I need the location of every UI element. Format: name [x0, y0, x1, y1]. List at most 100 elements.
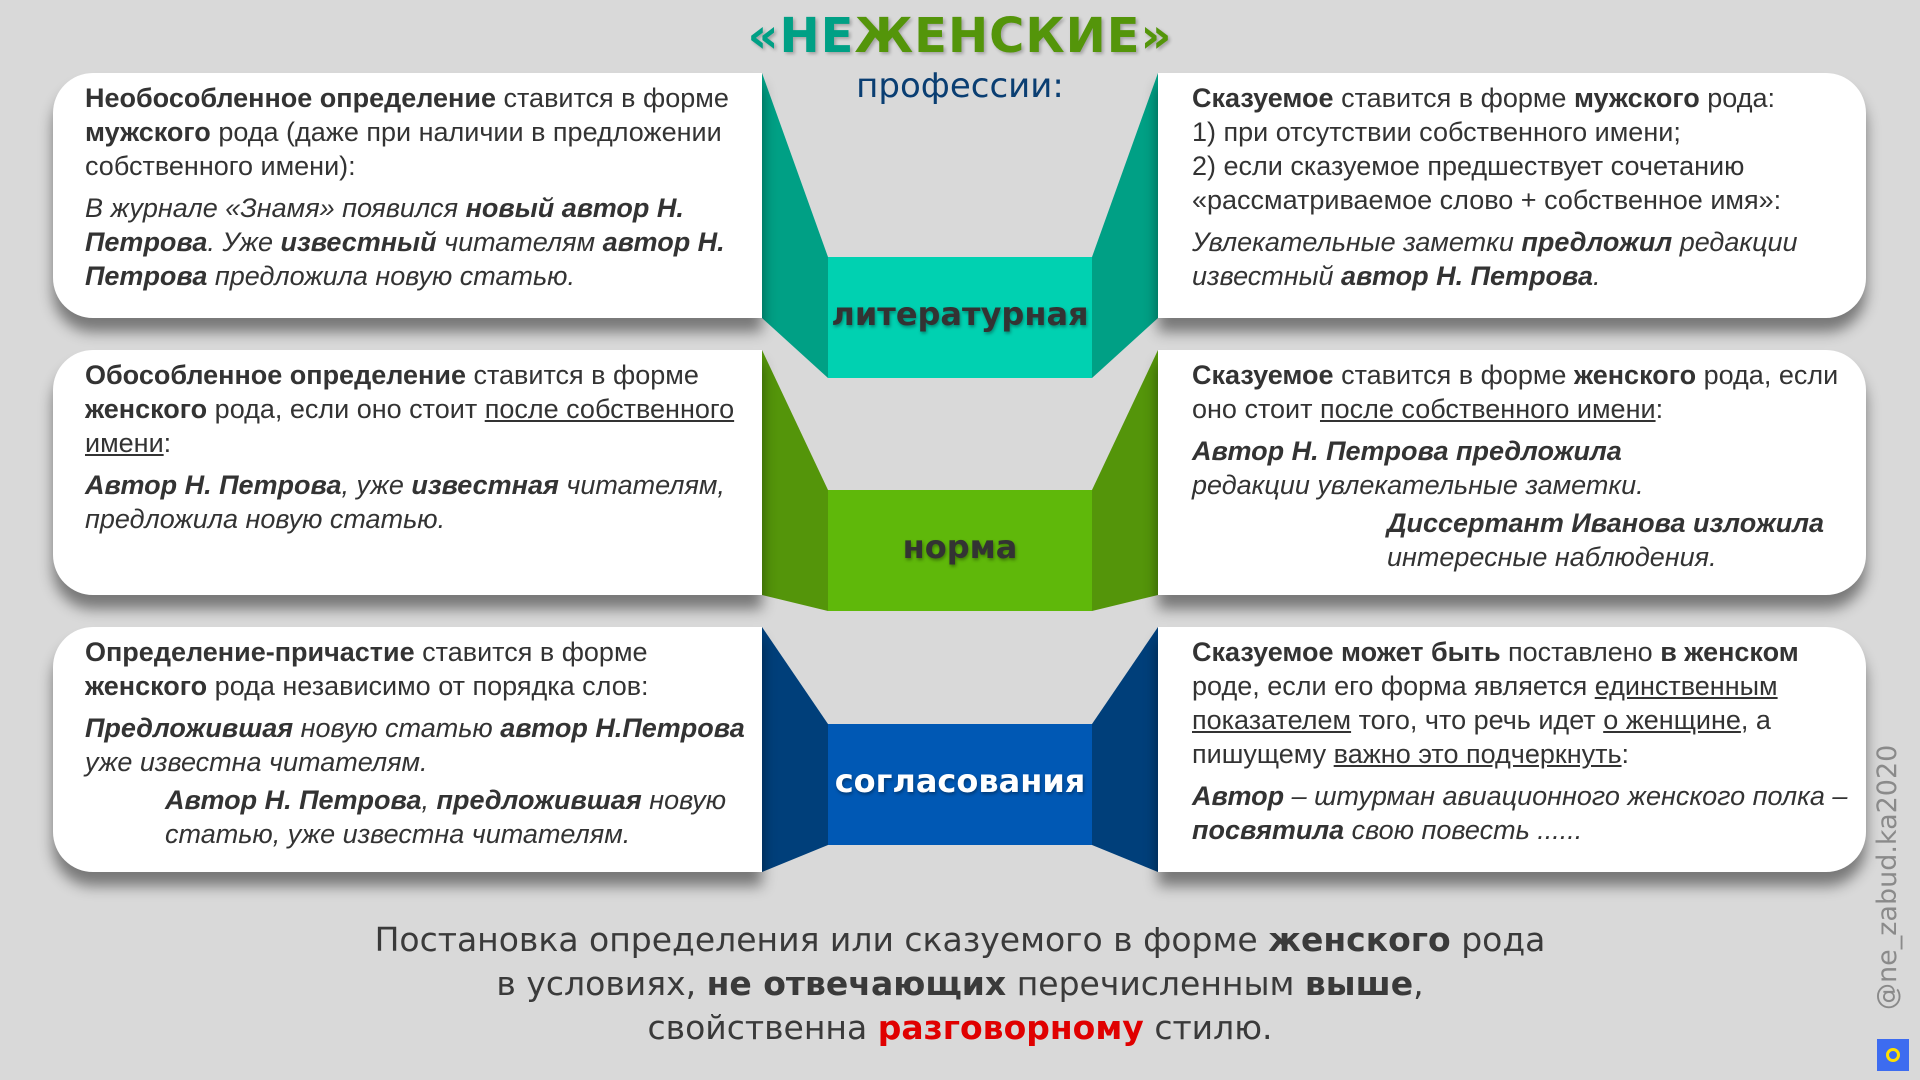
text-segment: важно это подчеркнуть: [1333, 739, 1622, 769]
text-segment: новую статью, уже известна читателям.: [165, 785, 727, 849]
rule-text: Определение-причастие ставится в форме ж…: [85, 635, 746, 703]
rule-text: Необособленное определение ставится в фо…: [85, 81, 746, 183]
text-segment: выше: [1304, 964, 1414, 1003]
rule-text: Сказуемое ставится в форме женского рода…: [1192, 358, 1850, 426]
text-segment: ставится в форме: [495, 83, 729, 113]
text-segment: известный: [280, 227, 437, 257]
text-segment: Диссертант Иванова изложила: [1387, 508, 1825, 538]
author-handle: @ne_zabud.ka2020: [1872, 744, 1903, 1010]
right-rule-card: Сказуемое может быть поставлено в женско…: [1158, 627, 1866, 872]
text-segment: интересные наблюдения.: [1387, 542, 1717, 572]
example-text: Предложившая новую статью автор Н.Петров…: [85, 711, 746, 779]
text-segment: предложила новую статью.: [207, 261, 575, 291]
text-segment: В журнале «Знамя» появился: [85, 193, 466, 223]
funnel-label: литературная: [831, 295, 1089, 333]
left-rule-card: Обособленное определение ставится в форм…: [53, 350, 762, 595]
text-segment: ,: [421, 785, 437, 815]
text-segment: Увлекательные заметки: [1192, 227, 1522, 257]
text-segment: после собственного имени: [1319, 394, 1656, 424]
text-segment: автор Н.Петрова: [500, 713, 745, 743]
text-segment: Автор Н. Петрова: [85, 470, 342, 500]
funnel-left-side: [762, 627, 828, 872]
text-segment: Автор Н. Петрова: [165, 785, 422, 815]
text-segment: стилю.: [1143, 1008, 1273, 1047]
text-segment: единственным показателем: [1192, 671, 1778, 735]
text-segment: редакции увлекательные заметки.: [1192, 470, 1644, 500]
example-text: Автор Н. Петрова, уже известная читателя…: [85, 468, 746, 536]
text-segment: рода: [1450, 920, 1546, 959]
text-segment: ставится в форме: [414, 637, 648, 667]
text-segment: предложил: [1521, 227, 1673, 257]
text-segment: :: [1621, 739, 1630, 769]
text-segment: 2) если сказуемое предшествует сочетанию…: [1192, 151, 1782, 215]
text-segment: женского: [85, 671, 208, 701]
text-segment: Постановка определения или сказуемого в …: [374, 920, 1269, 959]
underlined-text: о женщине: [1603, 705, 1741, 735]
example-text: Автор Н. Петрова, предложившая новую ста…: [85, 783, 746, 851]
text-segment: известная: [411, 470, 559, 500]
funnel-right-side: [1092, 73, 1158, 378]
text-segment: разговорному: [877, 1008, 1144, 1047]
text-segment: женского: [85, 394, 208, 424]
text-segment: уже известна читателям.: [85, 747, 428, 777]
text-segment: о женщине: [1603, 705, 1741, 735]
text-segment: свойственна: [647, 1008, 878, 1047]
text-segment: читателям, предложила новую статью.: [85, 470, 725, 534]
example-text: Увлекательные заметки предложил редакции…: [1192, 225, 1850, 293]
text-segment: автор Н. Петрова: [1341, 261, 1594, 291]
conclusion-text: Постановка определения или сказуемого в …: [0, 918, 1880, 1050]
text-segment: роде, если его форма является: [1192, 671, 1595, 701]
text-segment: новую статью: [293, 713, 501, 743]
text-segment: предложившая: [436, 785, 642, 815]
funnel-label: норма: [902, 528, 1018, 566]
right-rule-card: Сказуемое ставится в форме женского рода…: [1158, 350, 1866, 595]
text-segment: новый автор Н. Петрова: [85, 193, 684, 257]
text-segment: рода, если оно стоит: [1192, 360, 1839, 424]
text-segment: .: [1593, 261, 1601, 291]
text-segment: рода, если оно стоит: [207, 394, 485, 424]
text-segment: 1) при отсутствии собственного имени;: [1192, 117, 1681, 147]
example-text: Автор – штурман авиационного женского по…: [1192, 779, 1850, 847]
underlined-text: после собственного имени: [1320, 394, 1656, 424]
funnel-right-side: [1092, 350, 1158, 611]
snowflake-logo-icon: [1877, 1039, 1909, 1071]
text-segment: :: [1655, 394, 1664, 424]
text-segment: Необособленное определение: [85, 83, 496, 113]
example-text: Автор Н. Петрова предложила редакции увле…: [1192, 434, 1850, 502]
text-segment: – штурман авиационного женского полка –: [1284, 781, 1848, 811]
text-segment: Автор Н. Петрова предложила: [1192, 436, 1622, 466]
text-segment: рода (даже при наличии в предложении соб…: [85, 117, 722, 181]
text-segment: читателям: [436, 227, 603, 257]
text-segment: , уже: [341, 470, 412, 500]
funnel-center-box: [828, 257, 1092, 378]
text-segment: того, что речь идет: [1351, 705, 1604, 735]
rule-text: Сказуемое может быть поставлено в женско…: [1192, 635, 1850, 771]
funnel-center-box: [828, 490, 1092, 611]
text-segment: перечисленным: [1006, 964, 1305, 1003]
text-segment: , а пишущему: [1192, 705, 1771, 769]
text-segment: Определение-причастие: [85, 637, 415, 667]
text-segment: рода независимо от порядка слов:: [207, 671, 649, 701]
text-segment: Сказуемое может быть: [1192, 637, 1501, 667]
text-segment: . Уже: [207, 227, 281, 257]
text-segment: автор Н. Петрова: [85, 227, 725, 291]
funnel-left-side: [762, 350, 828, 611]
text-segment: Сказуемое: [1192, 360, 1334, 390]
text-segment: женского: [1268, 920, 1451, 959]
rule-text: Сказуемое ставится в форме мужского рода…: [1192, 81, 1850, 217]
text-segment: не отвечающих: [706, 964, 1007, 1003]
text-segment: поставлено: [1500, 637, 1661, 667]
text-segment: ,: [1413, 964, 1424, 1003]
text-segment: в женском: [1660, 637, 1799, 667]
underlined-text: важно это подчеркнуть: [1334, 739, 1622, 769]
page-title: «НЕЖЕНСКИЕ»: [747, 8, 1173, 64]
funnel-left-side: [762, 73, 828, 378]
text-segment: Сказуемое: [1192, 83, 1334, 113]
text-segment: Предложившая: [85, 713, 294, 743]
funnel-center-box: [828, 724, 1092, 845]
underlined-text: единственным показателем: [1192, 671, 1778, 735]
text-segment: редакции известный: [1192, 227, 1798, 291]
example-text: В журнале «Знамя» появился новый автор Н…: [85, 191, 746, 293]
text-segment: женского: [1573, 360, 1697, 390]
